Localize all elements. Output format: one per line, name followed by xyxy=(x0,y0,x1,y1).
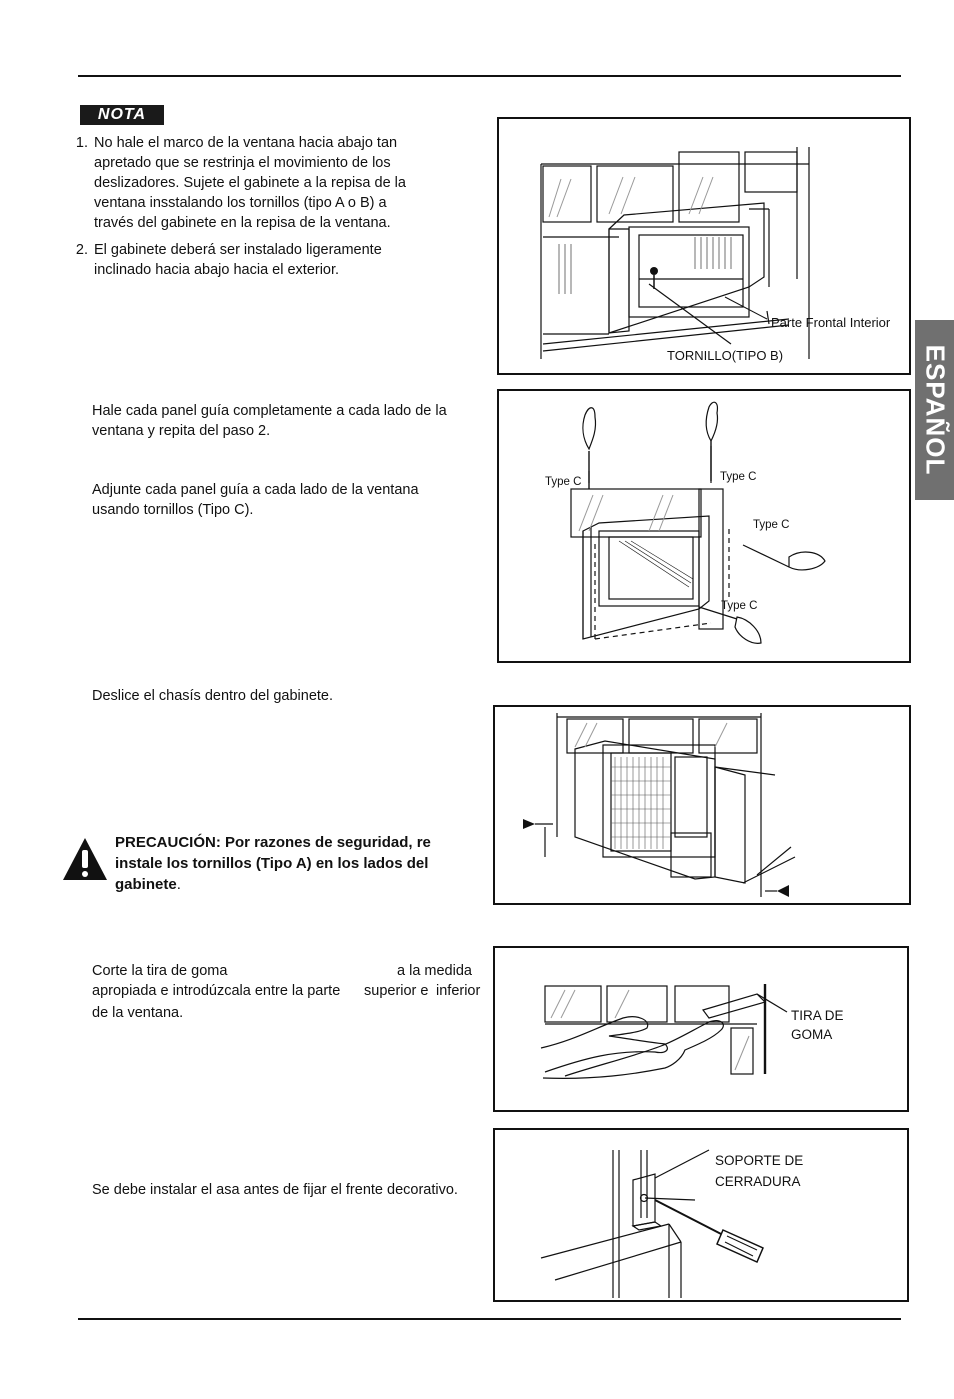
label-front-interior: Parte Frontal Interior xyxy=(771,315,891,330)
label-type-c-3: Type C xyxy=(753,519,789,531)
label-type-c-1: Type C xyxy=(545,476,581,488)
figure-rubber-strip: TIRA DE GOMA xyxy=(493,946,909,1112)
step-guide-pull: Hale cada panel guía completamente a cad… xyxy=(92,403,447,439)
figure-lock-bracket: SOPORTE DE CERRADURA xyxy=(493,1128,909,1302)
caution-text: PRECAUCIÓN: Por razones de seguridad, re… xyxy=(115,834,431,893)
label-type-c-2: Type C xyxy=(720,471,756,483)
label-screw-type-b: TORNILLO(TIPO B) xyxy=(667,348,783,363)
step-rubber-e: inferior xyxy=(436,983,481,999)
step-rubber-f: de la ventana. xyxy=(92,1005,184,1021)
label-type-c-4: Type C xyxy=(721,600,757,612)
step-slide-chassis: Deslice el chasís dentro del gabinete. xyxy=(92,688,334,704)
figure-chassis-slide xyxy=(493,705,911,905)
nota-badge: NOTA xyxy=(80,105,164,125)
figure-window-install: Parte Frontal Interior TORNILLO(TIPO B) xyxy=(497,117,911,375)
label-lock-bracket-2: CERRADURA xyxy=(715,1174,801,1189)
warning-icon xyxy=(63,838,107,880)
step-rubber-d: superior e xyxy=(364,983,429,999)
nota-item-1: No hale el marco de la ventana hacia aba… xyxy=(92,133,412,233)
step-rubber-c: apropiada e introdúzcala entre la parte xyxy=(92,983,341,999)
step-rubber-b: a la medida xyxy=(397,963,472,979)
step-handle: Se debe instalar el asa antes de fijar e… xyxy=(92,1182,458,1198)
nota-list: No hale el marco de la ventana hacia aba… xyxy=(76,133,412,287)
figure-guide-panels: Type C Type C Type C Type C xyxy=(497,389,911,663)
top-rule xyxy=(78,75,901,77)
language-tab: ESPAÑOL xyxy=(915,320,954,500)
label-lock-bracket-1: SOPORTE DE xyxy=(715,1153,803,1168)
bottom-rule xyxy=(78,1318,901,1320)
label-rubber-strip-1: TIRA DE xyxy=(791,1008,844,1023)
nota-item-2: El gabinete deberá ser instalado ligeram… xyxy=(92,240,412,280)
label-rubber-strip-2: GOMA xyxy=(791,1027,832,1042)
step-rubber-a: Corte la tira de goma xyxy=(92,963,228,979)
step-guide-attach: Adjunte cada panel guía a cada lado de l… xyxy=(92,482,419,518)
